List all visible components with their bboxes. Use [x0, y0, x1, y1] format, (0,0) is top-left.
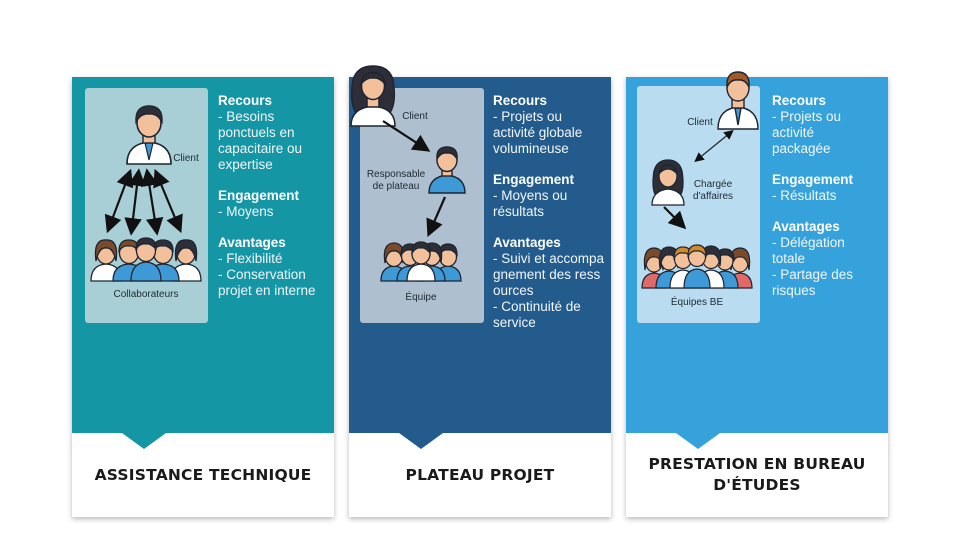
diagram-panel: [360, 88, 484, 323]
manager-person-icon: [428, 146, 466, 194]
manager-label: Responsable de plateau: [366, 169, 426, 192]
section-heading: Avantages: [493, 235, 561, 250]
client-person-icon: [350, 65, 396, 127]
card-title: ASSISTANCE TECHNIQUE: [94, 465, 312, 484]
section-heading: Engagement: [772, 172, 854, 187]
section-heading: Recours: [772, 93, 827, 108]
section-item: - Moyens ou résultats: [493, 188, 568, 219]
section-item: - Suivi et accompagnement des ressources: [493, 251, 605, 298]
section-item: - Moyens: [218, 204, 274, 219]
section-item: - Flexibilité: [218, 251, 283, 266]
client-person-icon: [126, 105, 172, 165]
info-column: Recours - Projets ou activité packagée E…: [772, 93, 882, 299]
card-footer: [349, 433, 611, 517]
team-label: Équipe: [405, 292, 437, 303]
team-group-icon: [380, 241, 462, 282]
client-person-icon: [717, 71, 759, 130]
section-heading: Avantages: [772, 219, 840, 234]
card-bureau-etudes: Client Chargée d'affaires: [626, 71, 888, 517]
card-title: PLATEAU PROJET: [405, 465, 555, 484]
notch-pointer: [399, 433, 443, 449]
section-item: - Délégation totale: [772, 235, 845, 266]
section-item: - Conservation projet en interne: [218, 267, 316, 298]
section-heading: Recours: [218, 93, 273, 108]
card-plateau-projet: Client Responsable de plateau: [349, 65, 611, 517]
client-label: Client: [173, 153, 199, 164]
section-heading: Avantages: [218, 235, 286, 250]
info-column: Recours - Besoins ponctuels en capacitai…: [218, 93, 328, 299]
section-heading: Engagement: [493, 172, 575, 187]
client-label: Client: [402, 111, 428, 122]
arrows-client-to-team: [104, 168, 183, 236]
arrows-hierarchy: [382, 120, 447, 238]
team-group-icon: [90, 237, 202, 282]
manager-label: Chargée d'affaires: [692, 179, 734, 202]
section-item: - Résultats: [772, 188, 837, 203]
section-item: - Partage des risques: [772, 267, 854, 298]
team-group-icon: [641, 244, 753, 289]
section-item: - Continuité de service: [493, 299, 581, 330]
section-item: - Projets ou activité globale volumineus…: [493, 109, 583, 156]
team-label: Collaborateurs: [113, 289, 179, 300]
card-footer: [626, 433, 888, 517]
card-footer: [72, 433, 334, 517]
section-heading: Recours: [493, 93, 548, 108]
section-heading: Engagement: [218, 188, 300, 203]
notch-pointer: [676, 433, 720, 449]
notch-pointer: [122, 433, 166, 449]
info-column: Recours - Projets ou activité globale vo…: [493, 93, 605, 331]
section-item: - Besoins ponctuels en capacitaire ou ex…: [218, 109, 303, 172]
card-assistance-technique: Client Col: [72, 77, 334, 517]
section-item: - Projets ou activité packagée: [772, 109, 842, 156]
manager-person-icon: [651, 159, 685, 206]
arrows-hierarchy: [663, 129, 734, 230]
client-label: Client: [687, 117, 713, 128]
card-title: PRESTATION EN BUREAU D'ÉTUDES: [648, 455, 866, 494]
team-label: Équipes BE: [670, 297, 724, 308]
